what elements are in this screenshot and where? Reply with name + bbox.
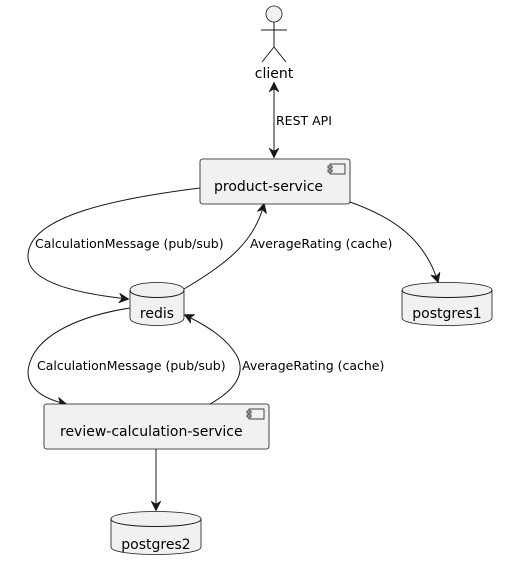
node-label-postgres2: postgres2 [121,537,190,553]
edge-redis-product: AverageRating (cache) [183,204,392,290]
database-icon [129,282,185,326]
node-postgres2: postgres2 [110,511,202,555]
edge-review-redis: AverageRating (cache) [185,315,384,405]
node-label-review-calculation-service: review-calculation-service [60,424,243,440]
node-review-calculation-service: review-calculation-service [43,403,270,450]
edge-product-postgres1 [349,201,438,282]
node-label-product-service: product-service [214,179,323,195]
node-label-client: client [255,66,294,82]
node-label-postgres1: postgres1 [412,306,481,322]
edge-label-rest-api: REST API [276,113,332,128]
edge-label-calculation-message-1: CalculationMessage (pub/sub) [35,236,224,251]
edge-client-product: REST API [274,83,332,157]
edge-redis-review: CalculationMessage (pub/sub) [27,307,226,404]
node-redis: redis [129,282,185,326]
node-product-service: product-service [199,158,351,205]
edge-label-average-rating-1: AverageRating (cache) [250,236,392,251]
edge-product-redis: CalculationMessage (pub/sub) [27,187,224,299]
node-client: client [255,5,294,82]
actor-icon [261,5,287,63]
edge-label-calculation-message-2: CalculationMessage (pub/sub) [37,358,226,373]
component-icon [246,408,265,420]
database-icon [110,511,202,555]
node-label-redis: redis [140,306,174,322]
component-icon [327,163,346,175]
node-postgres1: postgres1 [401,282,493,326]
edge-label-average-rating-2: AverageRating (cache) [242,358,384,373]
database-icon [401,282,493,326]
